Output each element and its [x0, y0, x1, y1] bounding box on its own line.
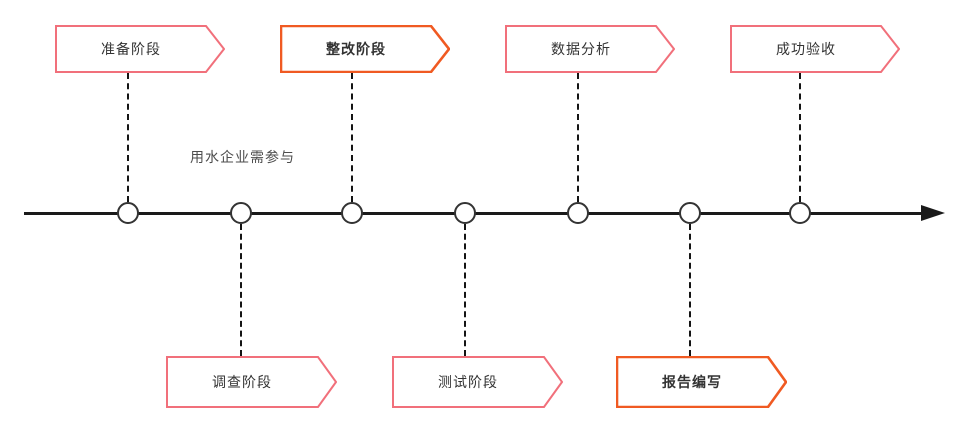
stage-data-analysis[interactable]: 数据分析: [505, 25, 675, 73]
stage-testing[interactable]: 测试阶段: [392, 356, 563, 408]
annotation-note: 用水企业需参与: [190, 149, 295, 165]
timeline-node-6: [679, 202, 701, 224]
timeline-arrowhead-icon: [921, 205, 945, 221]
timeline-node-2: [230, 202, 252, 224]
connector-dashed-line: [127, 73, 129, 202]
stage-label: 调查阶段: [212, 374, 272, 390]
pentagon-banner-shape: [616, 356, 787, 408]
timeline-node-5: [567, 202, 589, 224]
stage-acceptance[interactable]: 成功验收: [730, 25, 900, 73]
timeline-node-1: [117, 202, 139, 224]
stage-label: 测试阶段: [438, 374, 498, 390]
stage-label: 准备阶段: [101, 41, 161, 57]
stage-label: 数据分析: [551, 41, 611, 57]
connector-dashed-line: [799, 73, 801, 202]
stage-investigation[interactable]: 调查阶段: [166, 356, 337, 408]
connector-dashed-line: [689, 224, 691, 356]
stage-preparation[interactable]: 准备阶段: [55, 25, 225, 73]
pentagon-banner-shape: [280, 25, 450, 73]
connector-dashed-line: [351, 73, 353, 202]
stage-rectification[interactable]: 整改阶段: [280, 25, 450, 73]
timeline-node-3: [341, 202, 363, 224]
connector-dashed-line: [577, 73, 579, 202]
pentagon-banner-shape: [392, 356, 563, 408]
connector-dashed-line: [240, 224, 242, 356]
stage-report-writing[interactable]: 报告编写: [616, 356, 787, 408]
pentagon-banner-shape: [730, 25, 900, 73]
pentagon-banner-shape: [55, 25, 225, 73]
pentagon-banner-shape: [166, 356, 337, 408]
stage-label: 整改阶段: [326, 41, 386, 57]
pentagon-banner-shape: [505, 25, 675, 73]
stage-label: 成功验收: [776, 41, 836, 57]
timeline-node-7: [789, 202, 811, 224]
connector-dashed-line: [464, 224, 466, 356]
stage-label: 报告编写: [662, 374, 722, 390]
timeline-node-4: [454, 202, 476, 224]
